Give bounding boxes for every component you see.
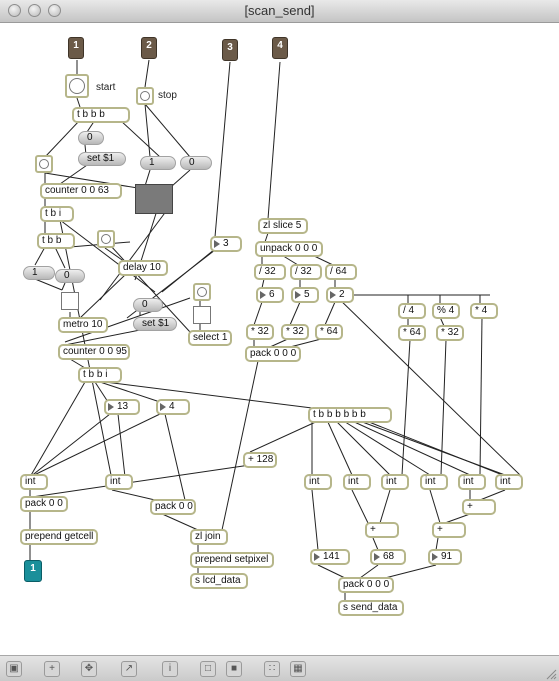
object-mul-32-b[interactable]: * 32 <box>281 324 309 340</box>
object-div-32-b[interactable]: / 32 <box>290 264 322 280</box>
object-int-4[interactable]: int <box>343 474 371 490</box>
object-t-b-i[interactable]: t b i <box>40 206 74 222</box>
object-pack-0-0-b[interactable]: pack 0 0 <box>150 499 196 515</box>
object-pack-0-0-0-b[interactable]: pack 0 0 0 <box>338 577 394 593</box>
number-6[interactable]: 6 <box>256 287 284 303</box>
object-plus-c[interactable]: + <box>432 522 466 538</box>
object-delay-10[interactable]: delay 10 <box>118 260 168 276</box>
window-title: [scan_send] <box>244 3 315 18</box>
object-zl-join[interactable]: zl join <box>190 529 228 545</box>
metro-toggle[interactable] <box>61 292 79 310</box>
start-bang[interactable] <box>65 74 89 98</box>
window-icon[interactable]: □ <box>200 661 216 677</box>
object-s-send-data[interactable]: s send_data <box>338 600 404 616</box>
object-counter-0-0-95[interactable]: counter 0 0 95 <box>58 344 130 360</box>
object-mul-32-c[interactable]: * 32 <box>436 325 464 341</box>
object-select-1[interactable]: select 1 <box>188 330 232 346</box>
message-0-c[interactable]: 0 <box>55 269 85 283</box>
object-prepend-getcell[interactable]: prepend getcell <box>20 529 98 545</box>
inlet-3[interactable]: 3 <box>222 39 238 61</box>
stop-label: stop <box>158 90 177 101</box>
object-mod-4[interactable]: % 4 <box>432 303 460 319</box>
object-t-b-b-b[interactable]: t b b b <box>72 107 130 123</box>
object-metro-10[interactable]: metro 10 <box>58 317 108 333</box>
message-set-1-b[interactable]: set $1 <box>133 317 177 331</box>
object-mul-64[interactable]: * 64 <box>315 324 343 340</box>
object-t-b-b[interactable]: t b b <box>37 233 75 249</box>
message-1-b[interactable]: 1 <box>23 266 55 280</box>
message-0-b[interactable]: 0 <box>180 156 212 170</box>
object-int-7[interactable]: int <box>458 474 486 490</box>
object-int-1[interactable]: int <box>20 474 48 490</box>
object-plus-128[interactable]: + 128 <box>243 452 277 468</box>
object-div-4[interactable]: / 4 <box>398 303 426 319</box>
object-plus-b[interactable]: + <box>365 522 399 538</box>
bang-left[interactable] <box>35 155 53 173</box>
lock-icon[interactable]: ▣ <box>6 661 22 677</box>
select-toggle[interactable] <box>193 306 211 324</box>
number-3[interactable]: 3 <box>210 236 242 252</box>
number-5[interactable]: 5 <box>291 287 319 303</box>
bottom-toolbar: ▣ + ✥ ↗ i □ ■ ∷ ▦ <box>0 655 559 681</box>
object-plus-a[interactable]: + <box>462 499 496 515</box>
object-unpack-0-0-0[interactable]: unpack 0 0 0 <box>255 241 323 257</box>
minimize-button[interactable] <box>28 4 41 17</box>
message-set-1[interactable]: set $1 <box>78 152 126 166</box>
number-141[interactable]: 141 <box>310 549 350 565</box>
number-68[interactable]: 68 <box>370 549 406 565</box>
object-int-5[interactable]: int <box>381 474 409 490</box>
object-t-b-b-i[interactable]: t b b i <box>78 367 122 383</box>
object-prepend-setpixel[interactable]: prepend setpixel <box>190 552 274 568</box>
message-0-d[interactable]: 0 <box>133 298 163 312</box>
number-4[interactable]: 4 <box>156 399 190 415</box>
object-zl-slice-5[interactable]: zl slice 5 <box>258 218 308 234</box>
plus-icon[interactable]: + <box>44 661 60 677</box>
number-13[interactable]: 13 <box>104 399 140 415</box>
info-icon[interactable]: i <box>162 661 178 677</box>
object-pack-0-0-0[interactable]: pack 0 0 0 <box>245 346 301 362</box>
object-int-3[interactable]: int <box>304 474 332 490</box>
object-div-64[interactable]: / 64 <box>325 264 357 280</box>
object-int-2[interactable]: int <box>105 474 133 490</box>
number-91[interactable]: 91 <box>428 549 462 565</box>
bang-select[interactable] <box>193 283 211 301</box>
move-icon[interactable]: ✥ <box>81 661 97 677</box>
stop-bang[interactable] <box>136 87 154 105</box>
resize-grip-icon[interactable] <box>545 668 557 680</box>
outlet-1[interactable]: 1 <box>24 560 42 582</box>
object-int-8[interactable]: int <box>495 474 523 490</box>
object-mul-64-b[interactable]: * 64 <box>398 325 426 341</box>
message-0-a[interactable]: 0 <box>78 131 104 145</box>
inlet-1[interactable]: 1 <box>68 37 84 59</box>
inlet-2[interactable]: 2 <box>141 37 157 59</box>
inlet-4[interactable]: 4 <box>272 37 288 59</box>
object-int-6[interactable]: int <box>420 474 448 490</box>
snap-icon[interactable]: ▦ <box>290 661 306 677</box>
matrixctrl[interactable] <box>135 184 173 214</box>
object-mul-32-a[interactable]: * 32 <box>246 324 274 340</box>
start-label: start <box>96 82 116 93</box>
object-pack-0-0-a[interactable]: pack 0 0 <box>20 496 68 512</box>
object-s-lcd-data[interactable]: s lcd_data <box>190 573 248 589</box>
zoom-button[interactable] <box>48 4 61 17</box>
message-1[interactable]: 1 <box>140 156 176 170</box>
bang-delay[interactable] <box>97 230 115 248</box>
object-counter-0-0-63[interactable]: counter 0 0 63 <box>40 183 122 199</box>
number-2[interactable]: 2 <box>326 287 354 303</box>
graph-icon[interactable]: ↗ <box>121 661 137 677</box>
close-button[interactable] <box>8 4 21 17</box>
window2-icon[interactable]: ■ <box>226 661 242 677</box>
object-t-b-b-b-b-b-b[interactable]: t b b b b b b <box>308 407 392 423</box>
object-div-32-a[interactable]: / 32 <box>254 264 286 280</box>
grid-icon[interactable]: ∷ <box>264 661 280 677</box>
titlebar: [scan_send] <box>0 0 559 23</box>
object-mul-4[interactable]: * 4 <box>470 303 498 319</box>
